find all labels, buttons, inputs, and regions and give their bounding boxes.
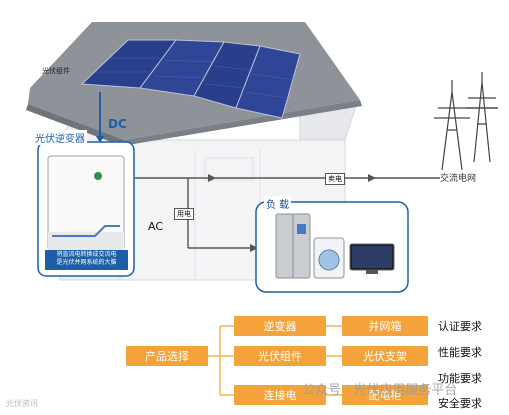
inverter-caption-bg bbox=[45, 250, 128, 270]
inverter-stripe bbox=[52, 225, 120, 237]
tower bbox=[466, 72, 498, 163]
dc-label: DC bbox=[108, 117, 127, 131]
roof-edge-front bbox=[122, 100, 362, 146]
panel-cells bbox=[95, 57, 295, 99]
tower bbox=[434, 80, 470, 171]
sell-label: 卖电 bbox=[325, 173, 345, 185]
inverter-title: 光伏逆变器 bbox=[33, 130, 87, 145]
inverter-caption-line2: 是光伏并网系统的大脑 bbox=[56, 259, 117, 266]
inverter-caption: 将直流电转换成交流电 是光伏并网系统的大脑 bbox=[45, 251, 128, 267]
dc-arrow bbox=[96, 136, 104, 143]
use-arrow bbox=[250, 244, 258, 252]
tree-level2-mounting: 光伏支架 bbox=[342, 346, 428, 366]
use-label: 用电 bbox=[174, 208, 194, 220]
panel-label: 光伏组件 bbox=[42, 67, 70, 75]
req-function: 功能要求 bbox=[438, 372, 482, 385]
req-performance: 性能要求 bbox=[438, 346, 482, 359]
tree-level2-cabinet: 配电柜 bbox=[342, 385, 428, 405]
grid-label: 交流电网 bbox=[440, 174, 477, 184]
inverter-caption-line1: 将直流电转换成交流电 bbox=[56, 251, 117, 258]
solar-panels bbox=[80, 39, 301, 119]
tree-connectors bbox=[208, 325, 342, 396]
tree-level1-inverter: 逆变器 bbox=[234, 316, 326, 336]
watermark-left: 光伏资讯 bbox=[6, 399, 38, 408]
inverter-indicator bbox=[94, 172, 102, 180]
tree-root: 产品选择 bbox=[126, 346, 208, 366]
tree-level1-modules: 光伏组件 bbox=[234, 346, 326, 366]
power-towers bbox=[434, 72, 498, 171]
req-safety: 安全要求 bbox=[438, 397, 482, 410]
req-certification: 认证要求 bbox=[438, 320, 482, 333]
tv-screen bbox=[352, 246, 392, 268]
tree-level2-combiner: 并网箱 bbox=[342, 316, 428, 336]
interior-furniture bbox=[204, 157, 254, 181]
tv-stand bbox=[366, 270, 378, 274]
tree-level1-connector: 连接电 bbox=[234, 385, 326, 405]
fridge-panel bbox=[297, 224, 306, 234]
solar-panel bbox=[235, 45, 301, 119]
inverter-base bbox=[48, 232, 124, 250]
load-title: 负 载 bbox=[264, 196, 292, 211]
watermark-right: 公众号 · 光伏应用服务平台 bbox=[302, 383, 458, 398]
washer-door bbox=[318, 249, 340, 271]
grid-arrow bbox=[368, 174, 376, 182]
sell-arrow bbox=[208, 174, 216, 182]
ac-label: AC bbox=[148, 220, 164, 233]
